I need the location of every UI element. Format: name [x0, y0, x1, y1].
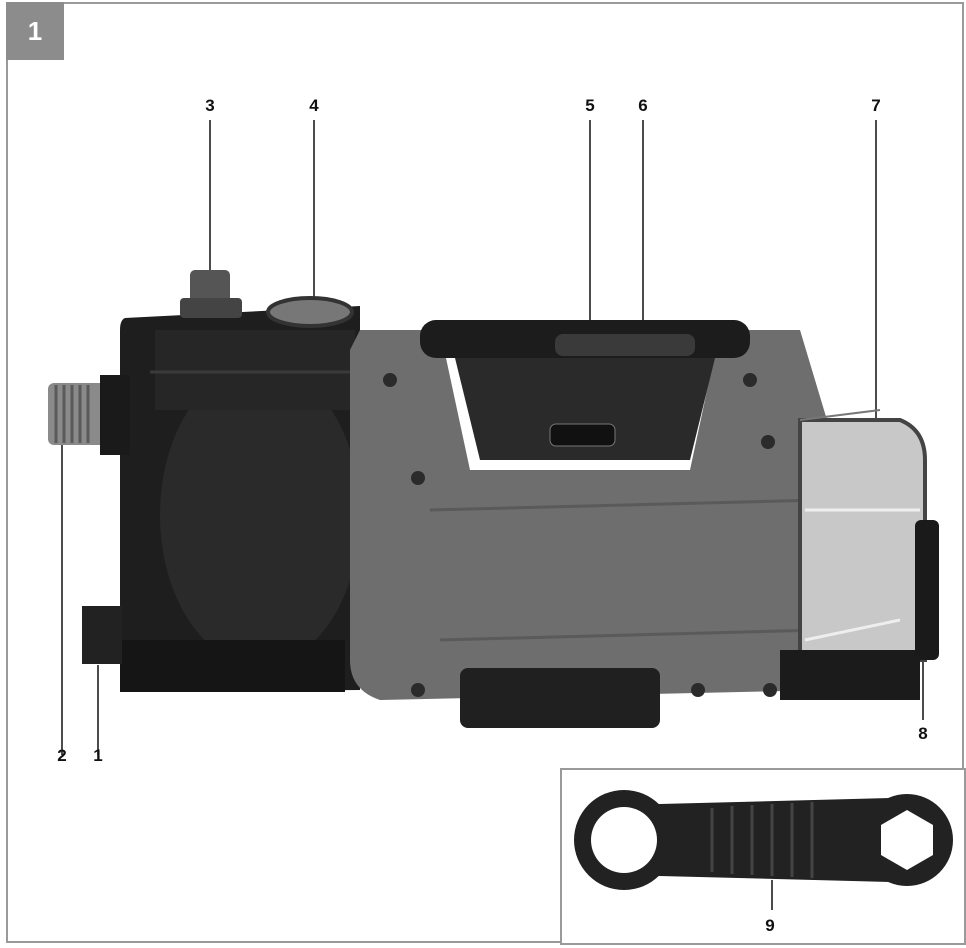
callout-2: 2	[57, 746, 67, 765]
callout-9: 9	[765, 916, 775, 935]
figure-frame	[6, 2, 964, 943]
callout-7: 7	[871, 96, 881, 115]
callout-1: 1	[93, 746, 103, 765]
callout-8: 8	[918, 724, 928, 743]
callout-4: 4	[309, 96, 319, 115]
filter-housing	[780, 409, 927, 700]
housing-screws	[383, 373, 777, 697]
filter-latch	[915, 520, 939, 660]
housing-grey	[350, 330, 830, 700]
wrench-inset: 9	[560, 768, 966, 945]
carry-handle	[420, 320, 750, 460]
wrench-illustration	[574, 790, 953, 910]
filling-cap	[180, 270, 242, 318]
callout-5: 5	[585, 96, 595, 115]
pump-body-left	[120, 306, 360, 692]
figure-number-tab: 1	[6, 2, 64, 60]
callout-3: 3	[205, 96, 215, 115]
figure-number: 1	[27, 15, 43, 46]
base-foot	[460, 668, 660, 728]
drain-plug	[82, 606, 122, 664]
wrench	[574, 790, 953, 890]
threaded-port	[266, 296, 354, 328]
on-off-switch	[549, 423, 616, 447]
threaded-connector	[48, 375, 130, 455]
callout-6: 6	[638, 96, 648, 115]
